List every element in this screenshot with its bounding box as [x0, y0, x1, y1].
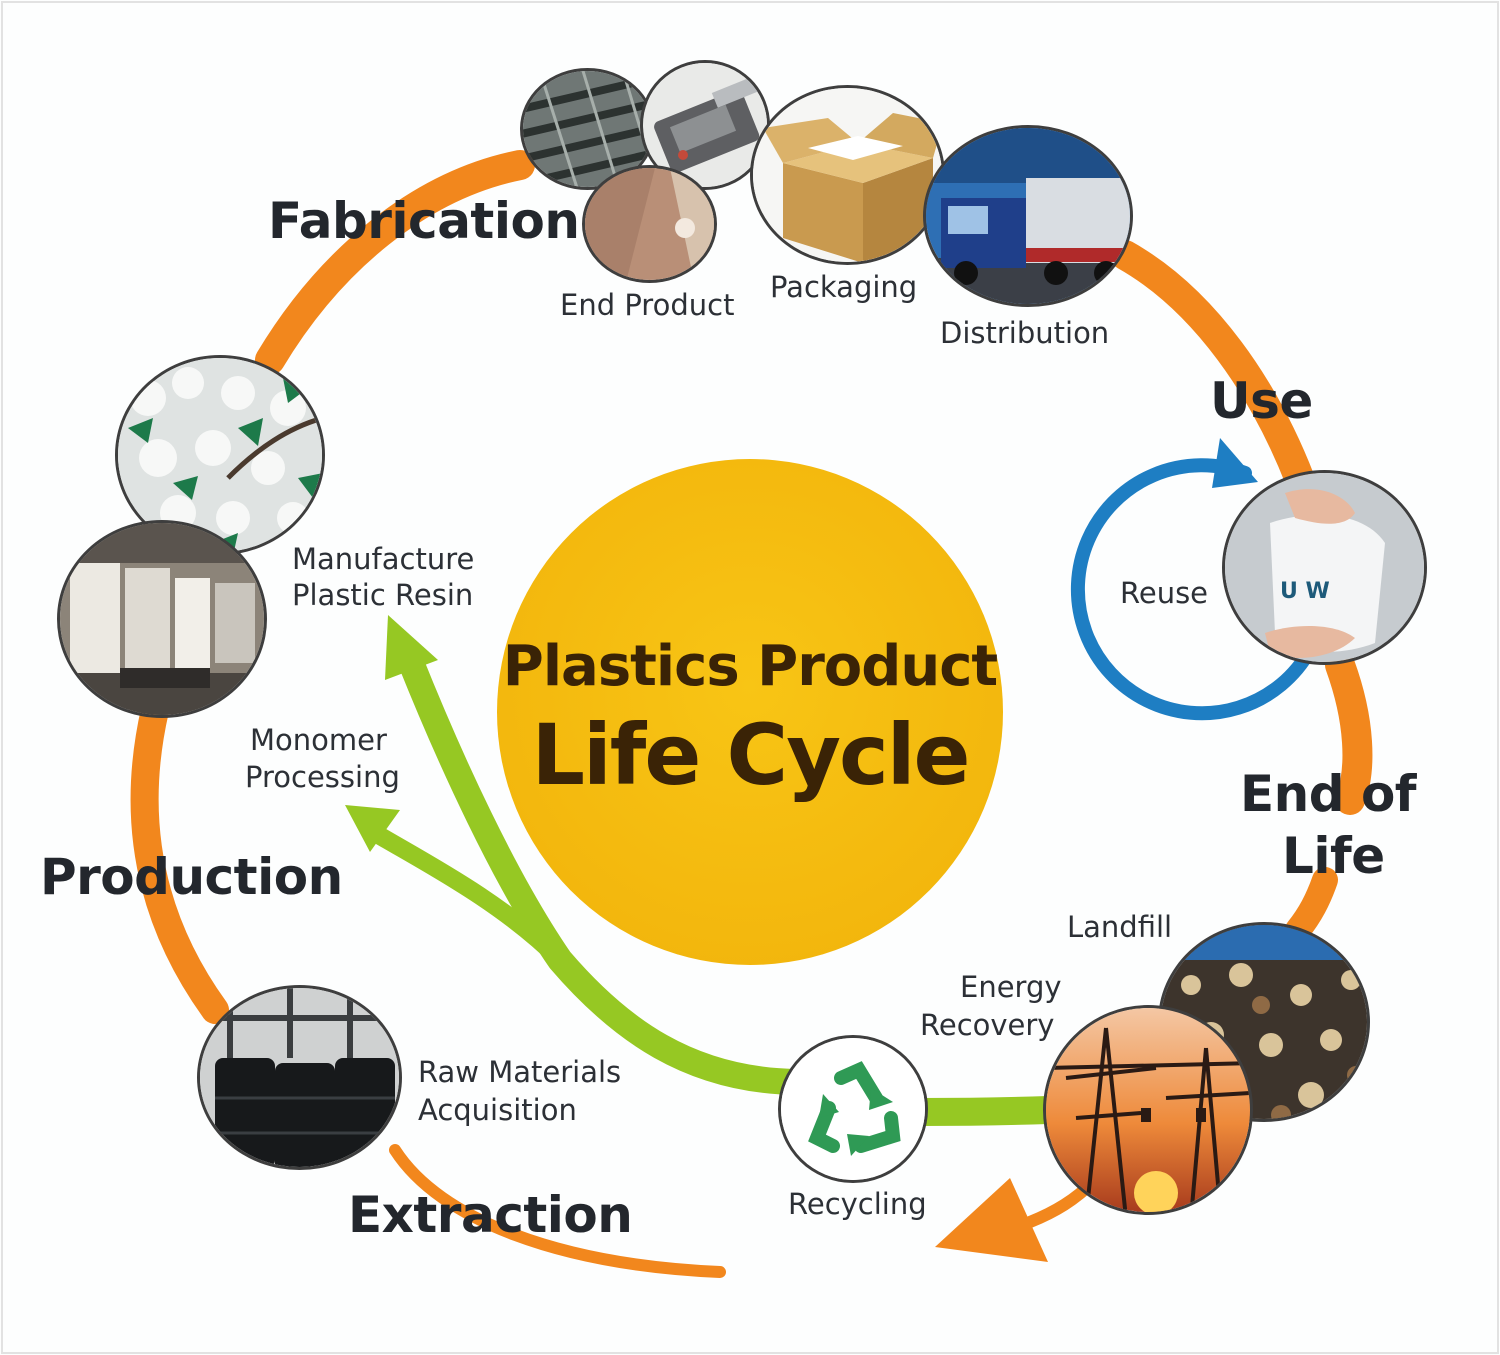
title-line1: Plastics Product	[502, 634, 998, 699]
reuse-arrowhead	[1212, 438, 1258, 488]
cycle-arrowhead	[935, 1178, 1048, 1262]
recycle-arrowhead-lower	[345, 805, 400, 852]
recycle-arrowhead-upper	[385, 615, 438, 680]
energy-recovery-photo	[1043, 1005, 1253, 1215]
packaging-photo	[750, 85, 945, 265]
oil-barrels-photo	[197, 985, 402, 1170]
step-label-reuse: Reuse	[1120, 576, 1209, 610]
resin-pellets-photo	[115, 355, 325, 555]
step-label-manufacture-line2: Plastic Resin	[292, 578, 474, 612]
reuse-loop	[1070, 458, 1317, 721]
step-label-manufacture-line1: Manufacture	[292, 542, 475, 576]
distribution-photo	[923, 125, 1133, 307]
stage-label-end-of-life-line2: Life	[1282, 827, 1385, 885]
cycle-arrow	[130, 150, 1373, 1278]
reuse-photo: U W	[1222, 470, 1427, 665]
step-label-monomer-line1: Monomer	[250, 723, 387, 757]
recycle-arrow	[361, 647, 1062, 1126]
step-label-recycling: Recycling	[788, 1187, 927, 1221]
center-disc	[497, 459, 1003, 965]
step-label-end-product: End Product	[560, 288, 735, 322]
step-label-landfill: Landfill	[1067, 910, 1173, 944]
title-line2: Life Cycle	[531, 706, 970, 804]
step-label-packaging: Packaging	[770, 270, 918, 304]
step-label-monomer-line2: Processing	[245, 760, 400, 794]
step-label-energy-recovery-line1: Energy	[960, 970, 1062, 1004]
stage-label-production: Production	[40, 848, 343, 906]
svg-text:U W: U W	[1280, 579, 1330, 604]
stage-label-end-of-life-line1: End of	[1240, 765, 1417, 823]
step-label-raw-materials-line1: Raw Materials	[418, 1055, 622, 1089]
step-label-raw-materials-line2: Acquisition	[418, 1093, 577, 1127]
stage-label-use: Use	[1210, 372, 1313, 430]
step-label-distribution: Distribution	[940, 316, 1110, 350]
stage-label-fabrication: Fabrication	[268, 192, 580, 250]
step-label-energy-recovery-line2: Recovery	[920, 1008, 1055, 1042]
stage-label-extraction: Extraction	[348, 1186, 633, 1244]
end-product-photo	[582, 165, 717, 283]
recycling-symbol	[778, 1035, 928, 1183]
